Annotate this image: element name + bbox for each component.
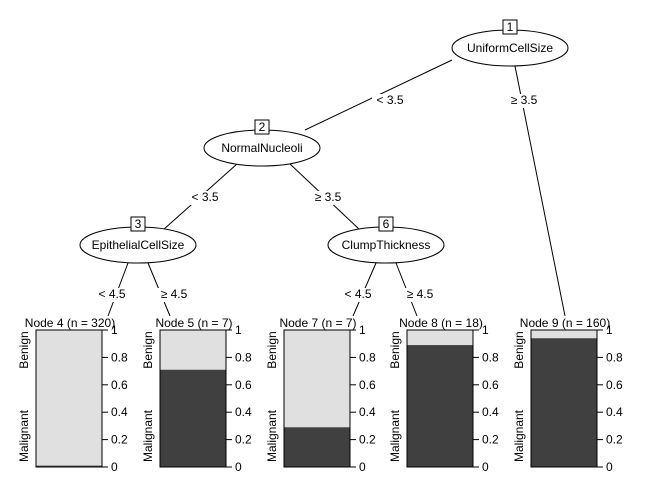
edge-label-1-9: ≥ 3.5 (511, 93, 538, 107)
edge-label-bg (340, 288, 376, 302)
class-label-benign: Benign (17, 331, 31, 368)
node-id-label: 3 (135, 217, 142, 231)
axis-tick-label: 0.4 (482, 405, 499, 419)
bar-malignant-segment (284, 427, 350, 467)
edge-label-bg (94, 288, 130, 302)
edge-label-bg (310, 191, 346, 205)
node-id-box (130, 216, 146, 232)
split-variable-label: NormalNucleoli (221, 141, 302, 155)
terminal-title-9: Node 9 (n = 160) (520, 316, 610, 330)
terminal-title-bg (519, 316, 611, 330)
terminal-title-8: Node 8 (n = 18) (399, 316, 483, 330)
edge-label-2-6: ≥ 3.5 (315, 190, 342, 204)
axis-tick-label: 1 (606, 323, 613, 337)
edge-label-6-7: < 4.5 (344, 287, 371, 301)
axis-tick-label: 0.2 (606, 433, 623, 447)
edge-label-1-2: < 3.5 (376, 93, 403, 107)
axis-tick-label: 0.6 (482, 378, 499, 392)
axis-tick-label: 0.4 (359, 405, 376, 419)
axis-tick-label: 0 (111, 460, 118, 474)
bar-frame (159, 329, 227, 468)
class-label-benign: Benign (265, 331, 279, 368)
axis-tick-label: 0.6 (235, 378, 252, 392)
bar-frame (406, 329, 474, 468)
axis-tick-label: 0.6 (359, 378, 376, 392)
bar-benign-segment (36, 330, 102, 466)
terminal-title-bg (24, 316, 116, 330)
axis-tick-label: 0.8 (235, 350, 252, 364)
class-label-benign: Benign (512, 331, 526, 368)
class-label-malignant: Malignant (388, 409, 402, 462)
node-id-box (254, 119, 270, 135)
edge-label-bg (402, 288, 438, 302)
axis-tick-label: 1 (235, 323, 242, 337)
terminal-title-bg (395, 316, 487, 330)
axis-tick-label: 0.2 (235, 433, 252, 447)
edge-label-3-5: ≥ 4.5 (161, 287, 188, 301)
node-id-label: 6 (383, 217, 390, 231)
edge-label-bg (187, 191, 223, 205)
bar-benign-segment (160, 330, 226, 370)
bar-frame (283, 329, 351, 468)
edge-label-bg (506, 94, 542, 108)
node-id-label: 2 (259, 120, 266, 134)
axis-tick-label: 0.8 (482, 350, 499, 364)
edge-label-2-3: < 3.5 (191, 190, 218, 204)
class-label-malignant: Malignant (141, 409, 155, 462)
edge-label-bg (156, 288, 192, 302)
class-label-malignant: Malignant (512, 409, 526, 462)
node-id-box (502, 19, 518, 35)
bar-malignant-segment (36, 465, 102, 467)
class-label-malignant: Malignant (17, 409, 31, 462)
axis-tick-label: 0.4 (111, 405, 128, 419)
edge-label-3-4: < 4.5 (98, 287, 125, 301)
axis-tick-label: 0.4 (235, 405, 252, 419)
terminal-title-bg (148, 316, 240, 330)
class-label-malignant: Malignant (265, 409, 279, 462)
bar-malignant-segment (531, 338, 597, 467)
axis-tick-label: 1 (359, 323, 366, 337)
bar-benign-segment (407, 330, 473, 346)
axis-tick-label: 0.2 (111, 433, 128, 447)
bar-malignant-segment (160, 369, 226, 467)
node-id-box (378, 216, 394, 232)
axis-tick-label: 0.6 (111, 378, 128, 392)
axis-tick-label: 0.4 (606, 405, 623, 419)
bar-frame (530, 329, 598, 468)
bar-benign-segment (284, 330, 350, 428)
node-id-label: 1 (507, 20, 514, 34)
axis-tick-label: 1 (111, 323, 118, 337)
axis-tick-label: 1 (482, 323, 489, 337)
split-variable-label: EpithelialCellSize (92, 238, 185, 252)
axis-tick-label: 0.6 (606, 378, 623, 392)
axis-tick-label: 0.2 (482, 433, 499, 447)
axis-tick-label: 0 (235, 460, 242, 474)
class-label-benign: Benign (388, 331, 402, 368)
axis-tick-label: 0 (482, 460, 489, 474)
edge-label-6-8: ≥ 4.5 (407, 287, 434, 301)
bar-malignant-segment (407, 345, 473, 467)
terminal-title-bg (272, 316, 364, 330)
terminal-title-5: Node 5 (n = 7) (155, 316, 232, 330)
terminal-title-7: Node 7 (n = 7) (279, 316, 356, 330)
terminal-title-4: Node 4 (n = 320) (25, 316, 115, 330)
split-variable-label: UniformCellSize (467, 41, 553, 55)
axis-tick-label: 0.8 (606, 350, 623, 364)
axis-tick-label: 0.2 (359, 433, 376, 447)
axis-tick-label: 0.8 (359, 350, 376, 364)
edge-label-bg (372, 94, 408, 108)
axis-tick-label: 0 (359, 460, 366, 474)
class-label-benign: Benign (141, 331, 155, 368)
bar-frame (35, 329, 103, 468)
axis-tick-label: 0 (606, 460, 613, 474)
bar-benign-segment (531, 330, 597, 339)
axis-tick-label: 0.8 (111, 350, 128, 364)
split-variable-label: ClumpThickness (342, 238, 431, 252)
